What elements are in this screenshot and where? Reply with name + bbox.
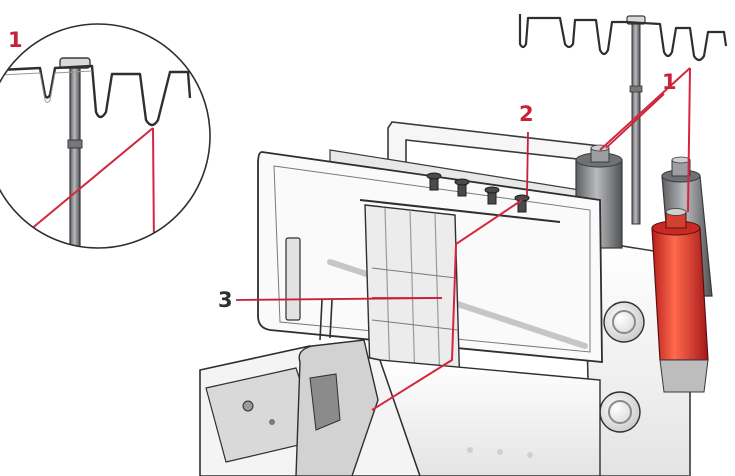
thread-guide-wire xyxy=(0,64,192,127)
main-thread-guide-wire xyxy=(518,14,728,62)
inset-thread-left xyxy=(29,127,154,231)
callout-leaders xyxy=(235,93,665,301)
detail-inset xyxy=(0,23,211,249)
callout-1-main: 1 xyxy=(662,70,677,94)
thread-stand-rod xyxy=(69,63,81,248)
red-thread-cone xyxy=(651,227,709,361)
inset-thread-down xyxy=(152,127,155,248)
serger-machine xyxy=(199,121,713,476)
callout-1-inset: 1 xyxy=(8,28,23,52)
leader-1-main xyxy=(605,93,665,149)
thread-to-back-cone xyxy=(599,67,691,151)
callout-2: 2 xyxy=(519,102,534,126)
thread-through-tension xyxy=(371,199,523,411)
thread-paths xyxy=(371,67,691,411)
callout-3: 3 xyxy=(218,288,233,312)
thread-to-red-cone xyxy=(687,67,691,213)
handwheel-knob-lower xyxy=(599,391,641,433)
thread-stand xyxy=(518,14,728,225)
handwheel-knob-upper xyxy=(603,301,645,343)
leader-2 xyxy=(526,131,529,197)
tension-posts xyxy=(426,172,530,213)
